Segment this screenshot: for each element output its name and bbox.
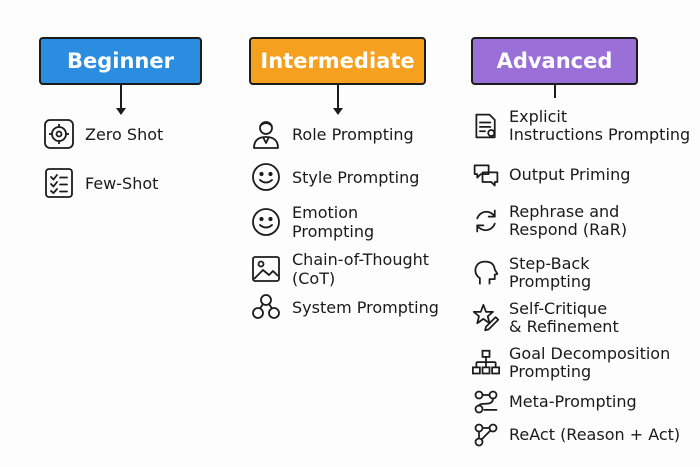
header-advanced: Advanced [471, 37, 638, 85]
item-label: Goal Decomposition Prompting [509, 344, 671, 381]
item-system-prompting: System Prompting [249, 290, 439, 324]
header-beginner: Beginner [39, 37, 202, 85]
item-explicit-instructions: Explicit Instructions Prompting [471, 108, 690, 144]
item-label: Rephrase and Respond (RaR) [509, 202, 628, 239]
item-step-back: Step-Back Prompting [471, 255, 591, 291]
item-react: ReAct (Reason + Act) [471, 420, 680, 450]
item-self-critique: Self-Critique & Refinement [471, 300, 619, 336]
person-icon [249, 117, 283, 151]
item-label: Step-Back Prompting [509, 254, 592, 291]
item-label: Chain-of-Thought (CoT) [292, 250, 430, 288]
item-label: Self-Critique & Refinement [509, 299, 619, 336]
star-pencil-icon [471, 303, 501, 333]
item-emotion-prompting: Emotion Prompting [249, 203, 374, 241]
item-label: ReAct (Reason + Act) [509, 425, 681, 444]
header-intermediate: Intermediate [249, 37, 426, 85]
connector-line [120, 85, 122, 109]
item-label: Few-Shot [85, 173, 159, 193]
connector-line [554, 85, 556, 98]
item-chain-of-thought: Chain-of-Thought (CoT) [249, 250, 429, 288]
item-style-prompting: Style Prompting [249, 160, 419, 194]
item-zero-shot: Zero Shot [42, 117, 163, 151]
refresh-icon [471, 206, 501, 236]
smiley-icon [249, 205, 283, 239]
arrow-down-icon [333, 108, 343, 115]
column-intermediate: Intermediate Role Prompting Style Prompt… [240, 0, 462, 467]
hierarchy-icon [471, 348, 501, 378]
chat-bubbles-icon [471, 160, 501, 190]
item-role-prompting: Role Prompting [249, 117, 414, 151]
document-icon [471, 111, 501, 141]
item-goal-decomposition: Goal Decomposition Prompting [471, 345, 670, 381]
workflow-icon [471, 387, 501, 417]
item-rephrase-respond: Rephrase and Respond (RaR) [471, 203, 627, 239]
item-label: Style Prompting [292, 167, 420, 187]
item-label: Role Prompting [292, 124, 414, 144]
item-label: Emotion Prompting [292, 203, 375, 241]
item-label: Meta-Prompting [509, 392, 637, 411]
item-label: Explicit Instructions Prompting [509, 107, 691, 144]
item-output-priming: Output Priming [471, 160, 630, 190]
item-meta-prompting: Meta-Prompting [471, 387, 637, 417]
item-few-shot: Few-Shot [42, 166, 158, 200]
group-icon [249, 290, 283, 324]
connector-line [337, 85, 339, 109]
smiley-icon [249, 160, 283, 194]
image-icon [249, 252, 283, 286]
arrow-down-icon [116, 108, 126, 115]
item-label: Zero Shot [85, 124, 164, 144]
nodes-icon [471, 420, 501, 450]
target-icon [42, 117, 76, 151]
head-icon [471, 258, 501, 288]
column-beginner: Beginner Zero Shot Few-Shot [0, 0, 240, 467]
column-advanced: Advanced Explicit Instructions Prompting… [462, 0, 700, 467]
item-label: System Prompting [292, 297, 439, 317]
checklist-icon [42, 166, 76, 200]
item-label: Output Priming [509, 165, 631, 184]
